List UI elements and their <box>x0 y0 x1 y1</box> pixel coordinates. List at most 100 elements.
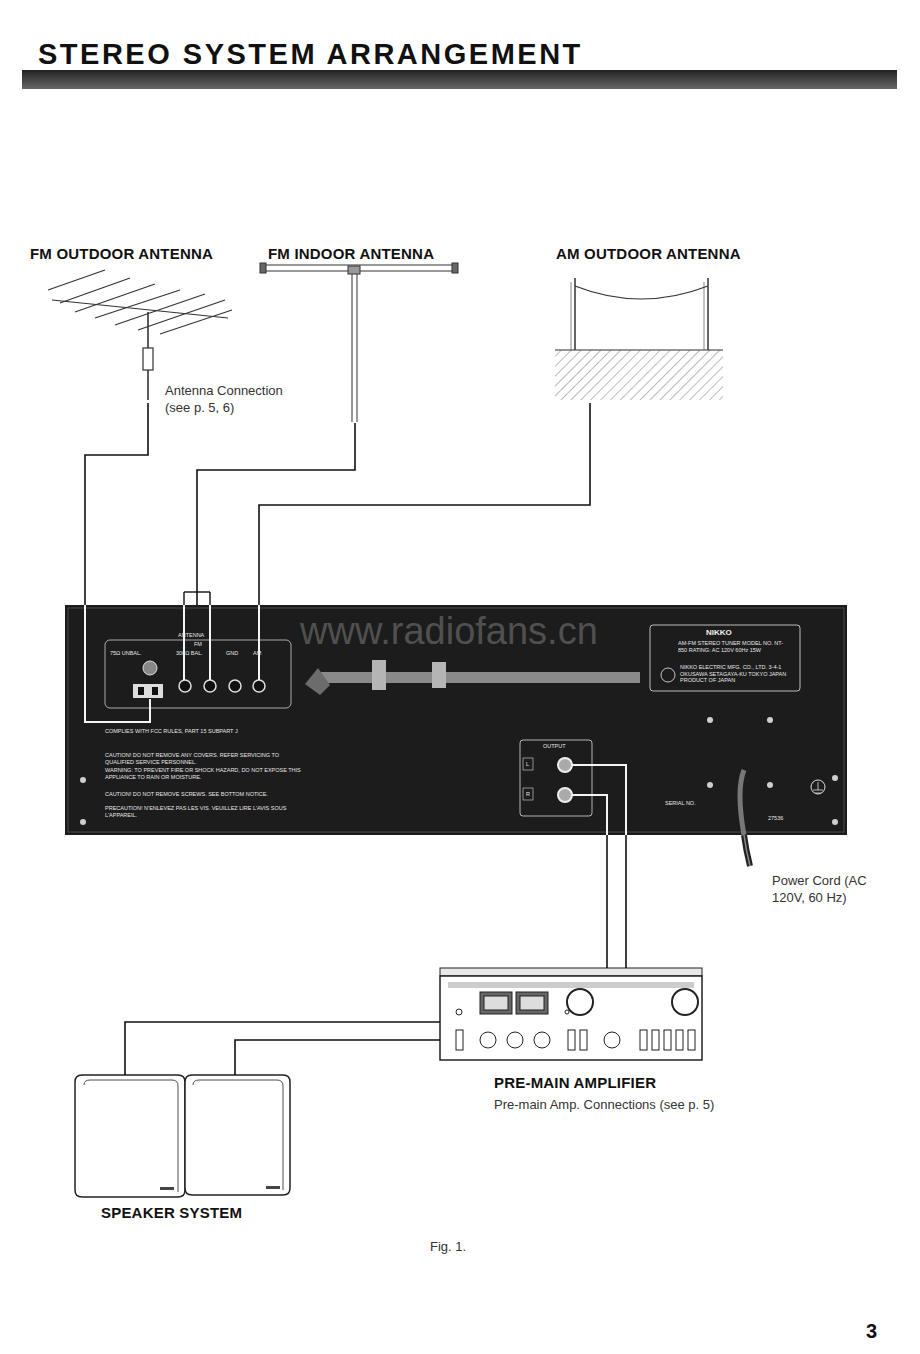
fm-outdoor-antenna <box>75 284 155 312</box>
connection-wire <box>125 1022 440 1075</box>
amplifier-drawing <box>456 1030 463 1050</box>
tuner-rear-panel <box>707 717 713 723</box>
antenna-group: FM OUTDOOR ANTENNA <box>28 243 234 403</box>
tuner-rear-panel <box>572 795 607 835</box>
antenna-group: FM INDOOR ANTENNA <box>262 243 458 423</box>
bar-antenna <box>432 662 446 688</box>
watermark: www.radiofans.cn <box>300 610 598 653</box>
tuner-rear-panel <box>520 740 592 816</box>
speaker-drawing <box>185 1075 290 1195</box>
amplifier: PRE-MAIN AMPLIFIERPre-main Amp. Connecti… <box>440 968 717 1118</box>
node-text: WARNING: TO PREVENT FIRE OR SHOCK HAZARD… <box>105 767 305 780</box>
tuner-rear-panel <box>229 680 241 692</box>
node-text: GND <box>226 650 238 657</box>
tuner-rear-panel <box>832 775 838 781</box>
node-text: AM <box>253 650 261 657</box>
amplifier-drawing <box>652 1030 659 1050</box>
amplifier-drawing <box>640 1030 647 1050</box>
am-outdoor-antenna <box>571 282 572 350</box>
am-outdoor-antenna <box>707 278 709 350</box>
output-terminals: OUTPUTLR <box>520 740 592 816</box>
bar-antenna <box>318 672 640 683</box>
amplifier-drawing <box>456 1009 462 1015</box>
node-text: COMPLIES WITH FCC RULES, PART 15 SUBPART… <box>105 728 238 735</box>
tuner-rear-panel <box>258 605 260 680</box>
am-outdoor-antenna <box>555 278 723 400</box>
connection-wire <box>259 403 590 605</box>
connection-wire <box>606 835 608 968</box>
amplifier-drawing <box>672 989 698 1015</box>
node-label: NIKKO <box>706 628 732 637</box>
power-cord <box>744 835 750 866</box>
node-text: L <box>526 761 529 768</box>
tuner-rear-panel <box>558 758 572 772</box>
amplifier-drawing <box>664 1030 671 1050</box>
tuner-rear-panel <box>133 684 163 698</box>
fm-outdoor-antenna <box>48 270 105 290</box>
tuner-rear-panel <box>152 687 158 695</box>
am-outdoor-antenna <box>555 350 723 400</box>
node-text: PRECAUTION! N'ENLEVEZ PAS LES VIS. VEUIL… <box>105 805 305 818</box>
node-text: NIKKO ELECTRIC MFG. CO., LTD. 3-4-1 OKUS… <box>680 664 795 684</box>
tuner-rear-panel <box>813 782 823 793</box>
tuner-rear-panel <box>85 605 259 722</box>
tuner-rear-panel <box>105 640 291 708</box>
node-label: SPEAKER SYSTEM <box>101 1204 242 1221</box>
fm-twin-lead-fork <box>183 592 184 605</box>
tuner-rear-panel <box>661 668 675 682</box>
amplifier-drawing <box>516 992 548 1014</box>
tuner-rear-panel <box>523 788 533 800</box>
amplifier-drawing <box>567 989 593 1015</box>
speaker-drawing <box>84 1080 178 1192</box>
tuner-rear-panel <box>650 625 800 691</box>
amplifier-drawing <box>604 1032 620 1048</box>
fm-outdoor-antenna <box>138 300 225 330</box>
tuner-rear-panel <box>572 765 626 835</box>
node-text: SERIAL NO. <box>665 800 696 807</box>
power-cord <box>744 835 750 866</box>
tuner-rear-panel <box>138 687 144 695</box>
amplifier-drawing <box>448 982 694 988</box>
tuner-rear-panel <box>572 765 626 835</box>
speaker-drawing <box>75 1075 185 1197</box>
fm-indoor-antenna <box>357 274 358 422</box>
speaker-drawing <box>193 1080 283 1190</box>
tuner-rear-panel <box>740 770 744 835</box>
fm-outdoor-antenna <box>48 270 232 400</box>
page-title: STEREO SYSTEM ARRANGEMENT <box>38 38 583 71</box>
connection-wire <box>85 403 148 605</box>
tuner-rear-panel <box>253 680 265 692</box>
page-number: 3 <box>866 1320 877 1343</box>
fm-indoor-antenna <box>452 263 458 273</box>
node-text: CAUTION! DO NOT REMOVE ANY COVERS. REFER… <box>105 752 305 765</box>
amplifier-drawing <box>440 968 702 1060</box>
bar-antenna <box>372 660 386 690</box>
speaker-drawing <box>75 1075 290 1197</box>
speaker-group: SPEAKER SYSTEM <box>75 1075 297 1227</box>
connection-wire <box>235 1040 440 1075</box>
fm-outdoor-antenna <box>160 310 232 334</box>
tuner-rear-panel <box>209 605 211 680</box>
tuner-rear-panel <box>65 605 847 835</box>
power-cord <box>744 835 750 866</box>
am-outdoor-antenna <box>575 286 708 299</box>
amplifier-drawing <box>507 1032 523 1048</box>
tuner-rear-panel <box>85 605 150 722</box>
fm-indoor-antenna <box>352 274 353 422</box>
tuner-rear-panel <box>558 758 572 802</box>
amplifier-drawing <box>568 1030 575 1050</box>
node-text: R <box>526 791 530 798</box>
amplifier-drawing <box>480 1032 496 1048</box>
amplifier-drawing <box>580 1030 587 1050</box>
figure-caption: Fig. 1. <box>430 1238 466 1255</box>
rating-plate: NIKKOAM-FM STEREO TUNER MODEL NO. NT-850… <box>650 625 800 691</box>
bar-antenna <box>305 668 330 695</box>
am-outdoor-antenna <box>555 349 723 350</box>
tuner-rear-panel <box>179 680 191 692</box>
callout-note: Antenna Connection (see p. 5, 6) <box>165 382 295 416</box>
connection-wire <box>625 835 627 968</box>
amplifier-drawing <box>688 1030 695 1050</box>
title-bar <box>22 70 897 89</box>
fm-outdoor-antenna <box>95 290 180 318</box>
